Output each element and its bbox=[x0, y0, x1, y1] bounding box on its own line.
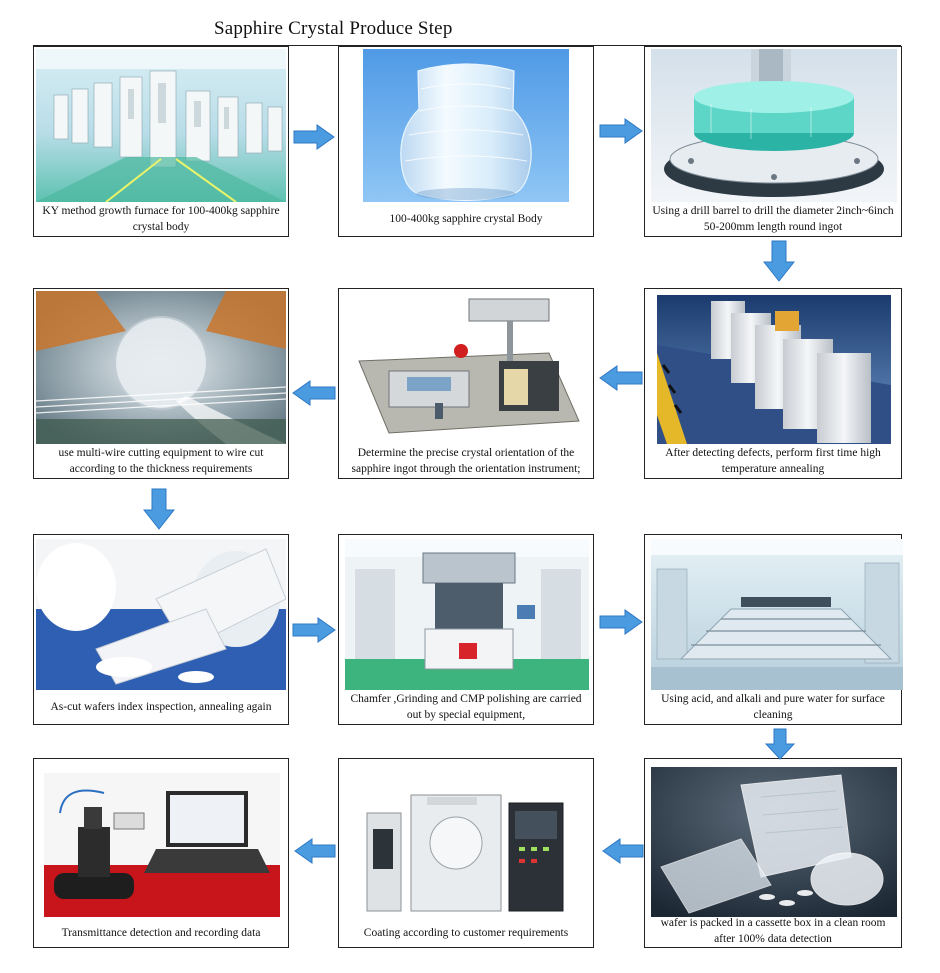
flow-arrow-left-3 bbox=[602, 838, 644, 864]
step-caption-4: After detecting defects, perform first t… bbox=[665, 446, 881, 475]
step-photo-orientation-instrument bbox=[349, 291, 583, 444]
step-caption-3: Using a drill barrel to drill the diamet… bbox=[652, 204, 894, 233]
step-card-3: Using a drill barrel to drill the diamet… bbox=[644, 46, 902, 237]
flow-arrow-right-3 bbox=[292, 617, 336, 643]
step-card-8: Chamfer ,Grinding and CMP polishing are … bbox=[338, 534, 594, 725]
step-photo-sapphire-boule bbox=[363, 49, 569, 202]
flow-arrow-left-2 bbox=[292, 380, 336, 406]
step-card-4: After detecting defects, perform first t… bbox=[644, 288, 902, 479]
step-card-1: KY method growth furnace for 100-400kg s… bbox=[33, 46, 289, 237]
step-photo-coating-machine bbox=[361, 773, 573, 917]
flow-arrow-right-4 bbox=[599, 609, 643, 635]
step-caption-6: use multi-wire cutting equipment to wire… bbox=[58, 446, 264, 475]
step-card-6: use multi-wire cutting equipment to wire… bbox=[33, 288, 289, 479]
step-caption-11: Coating according to customer requiremen… bbox=[363, 926, 569, 939]
step-card-10: wafer is packed in a cassette box in a c… bbox=[644, 758, 902, 948]
step-caption-9: Using acid, and alkali and pure water fo… bbox=[661, 692, 885, 721]
step-photo-growth-furnace bbox=[36, 49, 286, 202]
step-photo-cleaning-line bbox=[651, 539, 903, 690]
step-card-5: Determine the precise crystal orientatio… bbox=[338, 288, 594, 479]
step-card-12: Transmittance detection and recording da… bbox=[33, 758, 289, 948]
step-photo-as-cut-wafers bbox=[36, 539, 286, 690]
flow-arrow-down-1 bbox=[763, 240, 795, 282]
step-card-9: Using acid, and alkali and pure water fo… bbox=[644, 534, 903, 725]
flow-arrow-right-1 bbox=[293, 124, 335, 150]
step-caption-2: 100-400kg sapphire crystal Body bbox=[389, 212, 543, 225]
flow-arrow-down-2 bbox=[143, 488, 175, 530]
step-photo-transmittance-tester bbox=[44, 773, 280, 917]
step-caption-5: Determine the precise crystal orientatio… bbox=[351, 446, 581, 475]
step-photo-annealed-ingots bbox=[657, 295, 891, 444]
title-divider bbox=[33, 45, 901, 46]
step-photo-drill-barrel bbox=[651, 49, 897, 202]
step-caption-10: wafer is packed in a cassette box in a c… bbox=[660, 916, 886, 945]
page-title: Sapphire Crystal Produce Step bbox=[214, 18, 453, 39]
flow-arrow-left-1 bbox=[599, 365, 643, 391]
flow-arrow-down-3 bbox=[765, 728, 795, 760]
step-card-11: Coating according to customer requiremen… bbox=[338, 758, 594, 948]
step-photo-polishing-equipment bbox=[345, 539, 589, 690]
step-caption-7: As-cut wafers index inspection, annealin… bbox=[50, 700, 272, 713]
step-caption-12: Transmittance detection and recording da… bbox=[61, 926, 261, 939]
flow-arrow-right-2 bbox=[599, 118, 643, 144]
step-caption-1: KY method growth furnace for 100-400kg s… bbox=[42, 204, 280, 233]
step-caption-8: Chamfer ,Grinding and CMP polishing are … bbox=[350, 692, 582, 721]
step-photo-wafer-cassette bbox=[651, 767, 897, 917]
flow-arrow-left-4 bbox=[294, 838, 336, 864]
step-card-2: 100-400kg sapphire crystal Body bbox=[338, 46, 594, 237]
step-card-7: As-cut wafers index inspection, annealin… bbox=[33, 534, 289, 725]
step-photo-wire-cutting bbox=[36, 291, 286, 444]
